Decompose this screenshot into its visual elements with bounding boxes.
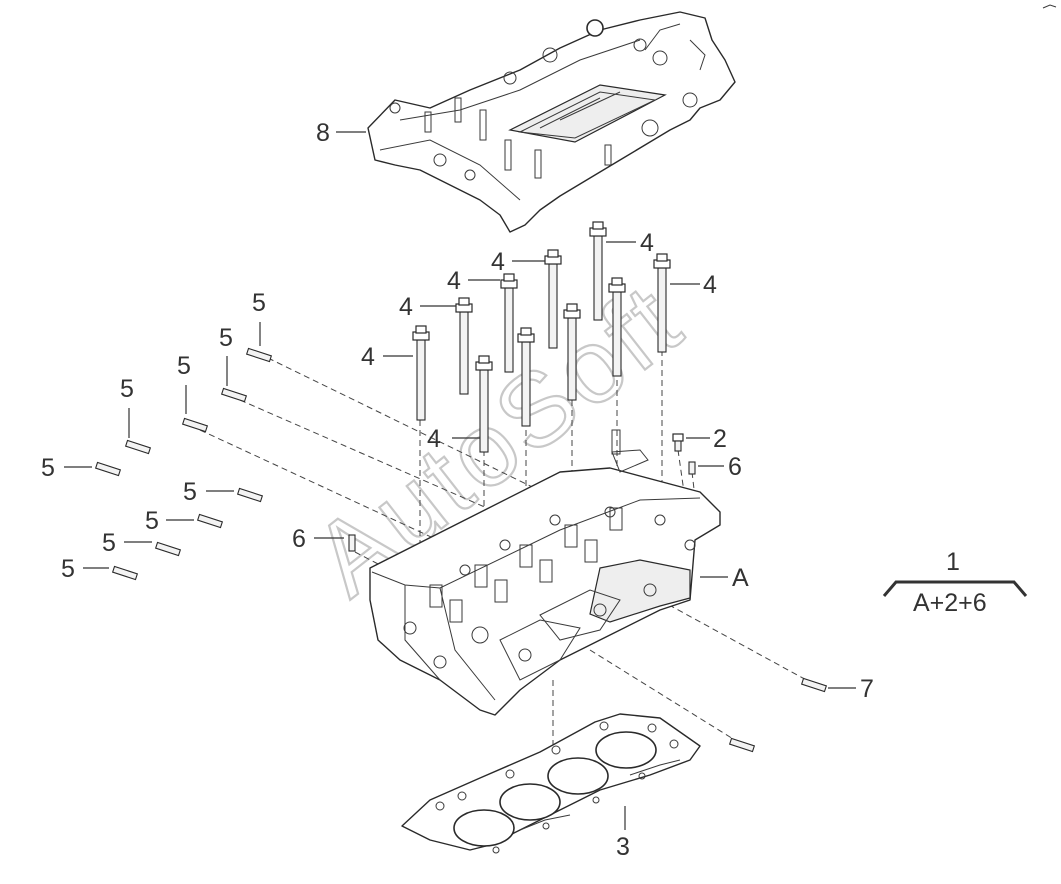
callout-number: 5 xyxy=(177,352,191,380)
head-bolt-icon xyxy=(653,253,671,353)
callout-3: 3 xyxy=(616,806,630,861)
head-bolts xyxy=(412,221,671,453)
callouts-6: 6 6 xyxy=(292,453,742,553)
head-bolt-icon xyxy=(589,221,607,321)
kit-contents: A+2+6 xyxy=(913,589,987,617)
callout-number: 5 xyxy=(102,529,116,557)
callout-number: 4 xyxy=(447,267,461,295)
kit-number: 1 xyxy=(946,548,960,576)
callout-number: 4 xyxy=(491,248,505,276)
callout-number: 6 xyxy=(292,525,306,553)
head-gasket-icon xyxy=(401,713,701,854)
stud-icon xyxy=(94,461,122,477)
head-bolt-icon xyxy=(412,325,430,421)
callout-number: 3 xyxy=(616,833,630,861)
callout-number: 4 xyxy=(361,343,375,371)
callout-number: A xyxy=(732,564,749,592)
head-bolt-icon xyxy=(500,273,518,373)
callout-7: 7 xyxy=(828,675,874,703)
callout-8: 8 xyxy=(316,119,366,147)
head-bolt-icon xyxy=(672,433,684,452)
corner-mark-icon xyxy=(1042,4,1057,9)
stud-icon xyxy=(154,541,182,557)
head-bolt-icon xyxy=(455,297,473,395)
head-bolt-icon xyxy=(544,249,562,349)
callout-number: 5 xyxy=(183,478,197,506)
callout-number: 4 xyxy=(399,293,413,321)
callout-number: 5 xyxy=(41,454,55,482)
callout-number: 5 xyxy=(120,375,134,403)
stud-icon xyxy=(196,513,224,529)
callout-number: 4 xyxy=(703,271,717,299)
stud-icon xyxy=(124,439,152,455)
callout-number: 5 xyxy=(61,555,75,583)
callout-number: 4 xyxy=(640,229,654,257)
callout-2: 2 xyxy=(686,425,727,453)
callout-number: 6 xyxy=(728,453,742,481)
stud-icon xyxy=(236,487,264,503)
callout-A: A xyxy=(700,564,749,592)
dowel-pin-icon xyxy=(348,534,356,552)
stud-icon xyxy=(220,387,248,403)
cylinder-head-icon xyxy=(369,429,721,716)
head-bolt-icon xyxy=(563,303,581,401)
callout-number: 5 xyxy=(252,289,266,317)
callouts-5: 5 5 5 5 5 5 5 5 5 xyxy=(41,289,266,583)
studs xyxy=(94,347,273,581)
callouts-4: 4 4 4 4 4 4 4 xyxy=(361,229,717,453)
stud-icon xyxy=(181,417,209,433)
dowel-pin-icon xyxy=(688,461,696,475)
kit-legend: 1 A+2+6 xyxy=(882,548,1028,617)
stud-icon xyxy=(728,737,756,753)
stud-icon xyxy=(245,347,273,363)
callout-number: 8 xyxy=(316,119,330,147)
callout-number: 4 xyxy=(427,425,441,453)
callout-number: 2 xyxy=(713,425,727,453)
callout-number: 7 xyxy=(860,675,874,703)
stud-icon xyxy=(111,565,139,581)
camshaft-housing-icon xyxy=(367,11,736,233)
callout-number: 5 xyxy=(145,507,159,535)
kit-bracket xyxy=(882,580,1028,597)
head-bolt-icon xyxy=(517,327,535,427)
head-bolt-icon xyxy=(475,355,493,453)
stud-icon xyxy=(800,677,828,693)
callout-number: 5 xyxy=(219,324,233,352)
head-bolt-icon xyxy=(608,277,626,377)
